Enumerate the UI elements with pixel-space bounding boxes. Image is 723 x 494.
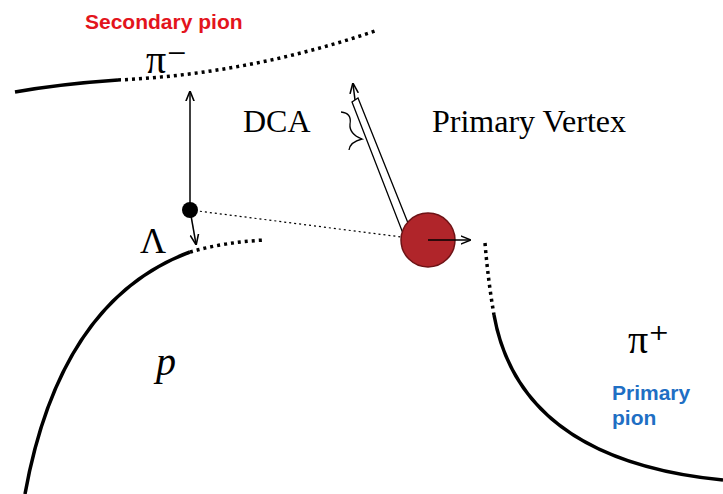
proton-track-extrapolation (190, 240, 265, 252)
proton-track (25, 252, 190, 494)
pion-track (494, 315, 723, 480)
momentum-arrow (189, 92, 191, 210)
flight-line (190, 210, 425, 240)
particle-symbol: p (156, 340, 176, 384)
particle-symbol: π⁻ (146, 38, 187, 82)
momentum-arrow (428, 239, 470, 241)
particle-symbol: Λ (140, 222, 166, 262)
dca-arrow (353, 84, 355, 100)
particle-annotation: Primary pion (612, 380, 712, 430)
vertex-label: Primary Vertex (432, 104, 626, 139)
dca-label: DCA (243, 104, 311, 139)
pion-track (15, 80, 118, 92)
pion-track-extrapolation (485, 243, 494, 315)
dca-bracket (352, 98, 412, 236)
particle-symbol: π⁺ (628, 318, 669, 362)
dca-brace (341, 112, 362, 150)
particle-annotation: Secondary pion (85, 10, 243, 33)
decay-vertex (182, 202, 198, 218)
